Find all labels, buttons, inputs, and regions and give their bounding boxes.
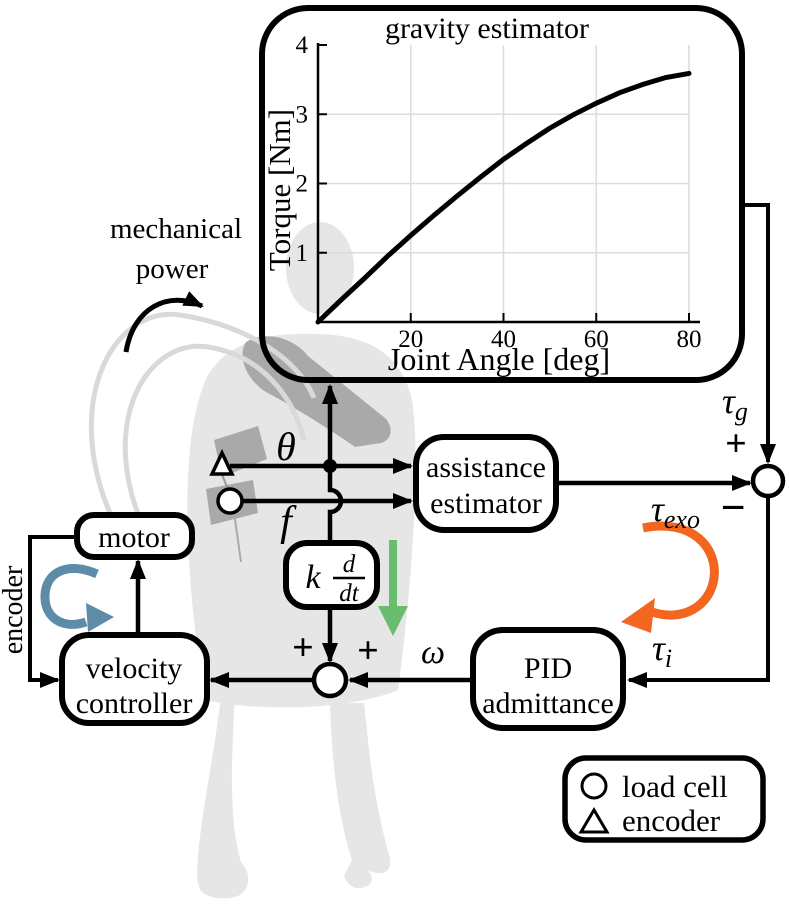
tick-label-y: 3	[296, 101, 309, 128]
mechanical-power-label-line1: mechanical	[110, 213, 242, 245]
assistance-estimator-label-line1: assistance	[426, 451, 546, 484]
tau-exo-subscript: exo	[664, 505, 700, 534]
motor-box	[74, 512, 195, 560]
legend-encoder-label: encoder	[622, 803, 721, 838]
summing-junction-bottom	[311, 661, 349, 699]
gravity-torque-curve	[315, 70, 692, 325]
tick-label-x: 80	[677, 326, 702, 353]
gain-box	[283, 540, 380, 610]
cable-outer	[88, 311, 317, 520]
green-arrow-head	[378, 606, 408, 636]
encoder-feedback-line	[28, 535, 77, 688]
velocity-controller-block: velocity controller	[59, 632, 210, 726]
plus-sign-bottom-left: +	[292, 627, 314, 669]
plus-sign-bottom-right: +	[357, 630, 379, 672]
assistance-estimator-block: assistance estimator	[413, 434, 559, 533]
tau-g-line	[742, 203, 776, 464]
motor-label: motor	[98, 521, 170, 554]
legend-load-cell-icon	[580, 772, 608, 800]
harness-shoulder-strap	[242, 336, 391, 447]
theta-junction-dot	[323, 459, 337, 473]
orange-arrow-head	[621, 598, 655, 633]
tau-i-base: τ	[652, 628, 666, 668]
legend-box	[562, 755, 766, 843]
tick-label-y: 1	[296, 240, 309, 267]
tick-label-x: 40	[491, 326, 516, 353]
velocity-label-line1: velocity	[86, 652, 183, 685]
cuff-link-line	[233, 511, 242, 563]
silhouette-foot-right	[344, 860, 372, 889]
green-force-arrow	[378, 540, 408, 636]
omega-label: ω	[421, 634, 445, 671]
pid-admittance-block: PID admittance	[470, 627, 626, 731]
plot-tick-labels: 20 40 60 80 1 2 3 4	[296, 32, 702, 353]
orange-arrow-arc	[642, 521, 719, 620]
mechanical-power-label-line2: power	[136, 253, 209, 285]
plot-ticks	[318, 44, 690, 322]
gain-block: k d dt	[283, 540, 380, 610]
mechanical-power-arrow	[123, 291, 204, 353]
plot-y-label: Torque [Nm]	[262, 109, 297, 271]
gain-k-label: k	[305, 559, 321, 596]
gain-denominator: dt	[339, 580, 360, 607]
silhouette-head	[286, 222, 354, 314]
cable-inner	[122, 343, 307, 525]
plus-sign-right: +	[725, 423, 747, 465]
velocity-label-line2: controller	[76, 687, 193, 720]
minus-sign-right: −	[720, 483, 745, 532]
pid-label-line2: admittance	[482, 687, 614, 720]
theta-label: θ	[276, 424, 296, 469]
encoder-side-label: encoder	[0, 565, 29, 654]
tau-i-line	[627, 496, 770, 688]
gravity-estimator-box	[259, 5, 745, 383]
legend: load cell encoder	[562, 755, 766, 843]
legend-encoder-icon	[578, 807, 610, 834]
tau-i-label: τi	[652, 628, 672, 673]
load-cell-symbol-arm	[216, 487, 244, 515]
gain-numerator: d	[343, 551, 356, 578]
tick-label-x: 20	[398, 326, 423, 353]
tau-i-subscript: i	[665, 644, 672, 673]
orange-rotation-arrow	[621, 521, 719, 633]
legend-load-cell-label: load cell	[622, 769, 728, 804]
tau-exo-base: τ	[651, 489, 665, 529]
blue-arrow-head	[86, 603, 114, 632]
silhouette-leg-left	[197, 698, 241, 890]
velocity-controller-box	[59, 632, 210, 726]
motor-block: motor	[74, 512, 195, 560]
encoder-symbol-arm	[209, 448, 235, 476]
bowden-cables	[88, 311, 317, 525]
tau-g-base: τ	[722, 381, 736, 421]
plot-gridlines	[318, 45, 690, 322]
tau-g-subscript: g	[735, 397, 748, 426]
blue-arrow-arc	[40, 564, 99, 629]
blue-rotation-arrow	[40, 564, 114, 632]
assistance-estimator-box	[413, 434, 559, 533]
tau-g-label: τg	[722, 381, 748, 426]
assistance-estimator-label-line2: estimator	[430, 487, 542, 520]
plot-x-label: Joint Angle [deg]	[388, 341, 610, 377]
pid-admittance-box	[470, 627, 626, 731]
silhouette-leg-right	[330, 703, 391, 874]
tau-exo-label: τexo	[651, 489, 700, 534]
tick-label-y: 4	[296, 32, 309, 59]
summing-junction-right	[750, 463, 786, 499]
pid-label-line1: PID	[524, 652, 572, 685]
gravity-estimator-title: gravity estimator	[385, 12, 589, 45]
silhouette-foot-left	[199, 862, 249, 899]
tick-label-y: 2	[296, 171, 309, 198]
tick-label-x: 60	[584, 326, 609, 353]
